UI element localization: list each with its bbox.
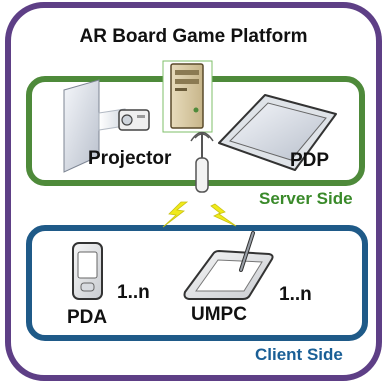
diagram-title: AR Board Game Platform	[79, 26, 308, 47]
umpc-label: UMPC	[191, 304, 247, 325]
pdp-panel-icon	[218, 94, 337, 171]
projector-icon	[118, 109, 150, 131]
stylus-icon	[239, 231, 255, 272]
pda-label: PDA	[67, 307, 108, 328]
umpc-multiplicity: 1..n	[279, 284, 312, 305]
pdp-label: PDP	[290, 150, 330, 171]
client-side-frame	[26, 225, 368, 341]
lightning-right-icon	[210, 203, 237, 227]
pda-icon	[72, 242, 103, 300]
umpc-icon	[183, 249, 274, 300]
lightning-left-icon	[162, 201, 189, 228]
server-tower-icon	[162, 60, 213, 133]
server-side-label: Server Side	[259, 189, 353, 208]
antenna-icon	[190, 131, 214, 193]
client-side-label: Client Side	[255, 345, 343, 364]
projector-label: Projector	[88, 148, 172, 169]
pda-multiplicity: 1..n	[117, 282, 150, 303]
